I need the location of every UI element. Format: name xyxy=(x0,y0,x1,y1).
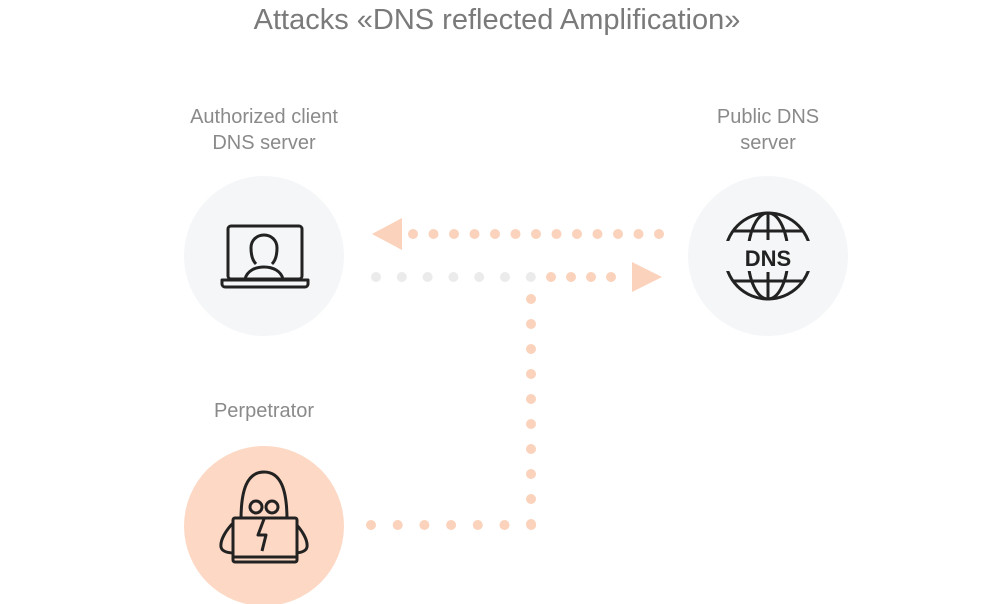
query-dot-spoofed xyxy=(448,272,459,282)
response-dot xyxy=(633,229,644,239)
query-dot-spoofed xyxy=(371,272,381,282)
query-dot-spoofed xyxy=(500,272,510,282)
query-dot xyxy=(526,469,536,479)
query-dot xyxy=(526,444,536,454)
client-label-line1: Authorized client xyxy=(190,106,338,128)
query-dot xyxy=(419,520,430,530)
dns-icon-text: DNS xyxy=(745,246,791,271)
query-dot xyxy=(499,520,510,530)
client-label-line2: DNS server xyxy=(212,132,316,154)
arrow-to-client xyxy=(372,218,402,250)
query-dot xyxy=(606,272,616,282)
query-dot xyxy=(586,272,596,282)
query-dot xyxy=(526,494,536,504)
diagram-title: Attacks «DNS reflected Amplification» xyxy=(253,4,741,36)
public-label-line1: Public DNS xyxy=(716,106,820,128)
query-dot-spoofed xyxy=(474,272,485,282)
dns-globe-icon: DNS xyxy=(722,211,814,301)
public-dns-label: Public DNS server xyxy=(638,104,898,156)
response-dot xyxy=(449,229,459,239)
hacker-icon xyxy=(219,470,309,564)
query-dot xyxy=(526,394,536,404)
query-dot-spoofed xyxy=(396,272,407,282)
query-dot xyxy=(526,319,536,329)
laptop-user-icon xyxy=(220,224,310,289)
response-dot xyxy=(551,229,562,239)
query-dot xyxy=(526,520,537,530)
public-label-line2: server xyxy=(740,132,796,154)
query-dot xyxy=(526,369,536,379)
arrow-to-public-dns xyxy=(632,262,662,292)
query-dot-spoofed xyxy=(422,272,433,282)
query-dot-spoofed xyxy=(525,272,536,282)
response-dot xyxy=(428,229,439,239)
query-dot xyxy=(566,272,576,282)
response-dot xyxy=(510,229,521,239)
response-dot xyxy=(408,229,418,239)
response-dot xyxy=(613,229,623,239)
response-dot xyxy=(469,229,480,239)
query-dot xyxy=(366,520,376,530)
query-dot xyxy=(546,272,556,282)
query-dot xyxy=(392,520,403,530)
response-dot xyxy=(490,229,500,239)
dotted-flows xyxy=(366,229,664,530)
response-dot xyxy=(654,229,664,239)
query-dot xyxy=(446,520,457,530)
perpetrator-label: Perpetrator xyxy=(213,400,315,422)
query-dot xyxy=(526,294,536,304)
response-dot xyxy=(572,229,582,239)
query-dot xyxy=(526,419,536,429)
query-dot xyxy=(472,520,483,530)
query-dot xyxy=(526,344,536,354)
response-dot xyxy=(592,229,603,239)
client-node xyxy=(184,176,344,336)
response-dot xyxy=(531,229,541,239)
